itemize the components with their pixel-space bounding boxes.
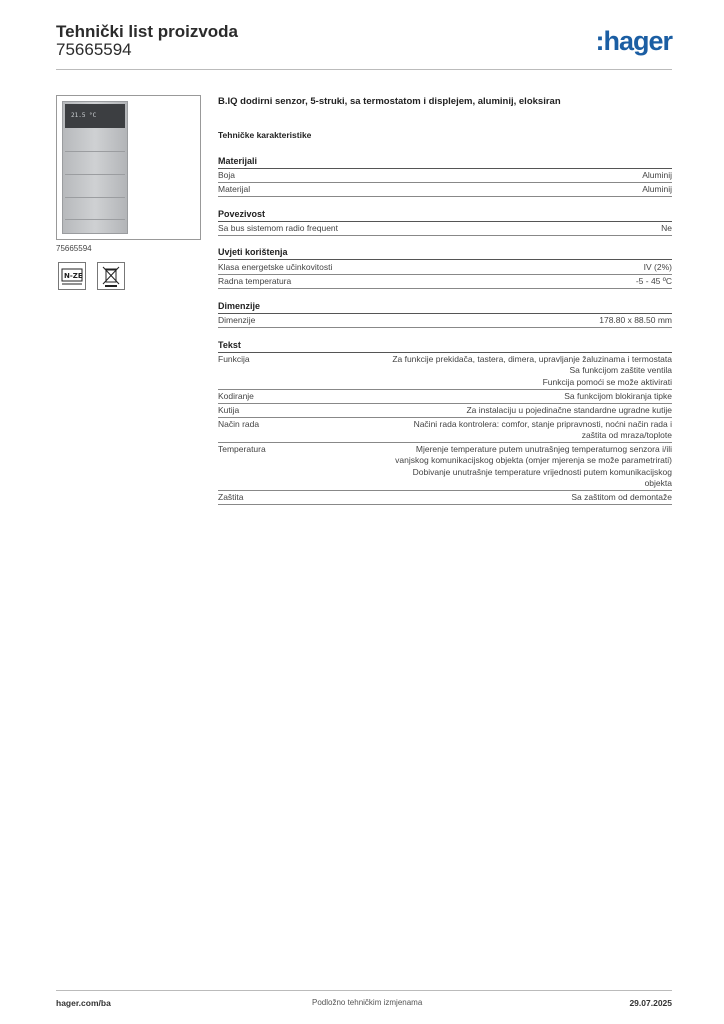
product-number: 75665594 — [56, 40, 132, 59]
page-title: Tehnički list proizvoda — [56, 22, 238, 41]
footer-website-link[interactable]: hager.com/ba — [56, 998, 111, 1008]
row-label: Kodiranje — [218, 391, 254, 401]
group-title-materijali: Materijali — [218, 156, 672, 169]
row-label: Zaštita — [218, 492, 244, 502]
table-row: Boja Aluminij — [218, 169, 672, 183]
table-row: Temperatura Mjerenje temperature putem u… — [218, 443, 672, 491]
svg-text:N-ZE: N-ZE — [64, 272, 83, 280]
row-label: Sa bus sistemom radio frequent — [218, 223, 339, 233]
row-label: Klasa energetske učinkovitosti — [218, 262, 333, 272]
value-line: Dobivanje unutrašnje temperature vrijedn… — [412, 466, 672, 477]
row-label: Kutija — [218, 405, 240, 415]
table-row: Način rada Načini rada kontrolera: comfo… — [218, 418, 672, 443]
weee-crossed-bin-icon — [97, 262, 125, 290]
row-label: Dimenzije — [218, 315, 256, 325]
touch-sensor-device: 21.5 °C — [62, 101, 128, 234]
value-line: Za funkcije prekidača, tastera, dimera, … — [392, 354, 672, 364]
row-value: Mjerenje temperature putem unutrašnjeg t… — [395, 444, 672, 489]
value-line: objekta — [644, 477, 672, 488]
table-row: Kodiranje Sa funkcijom blokiranja tipke — [218, 390, 672, 404]
row-label: Materijal — [218, 184, 251, 194]
value-line: Za instalaciju u pojedinačne standardne … — [466, 405, 672, 415]
value-line: Sa zaštitom od demontaže — [571, 492, 672, 502]
button-separator — [65, 197, 125, 198]
button-separator — [65, 219, 125, 220]
value-line: vanjskog komunikacijskog objekta (omjer … — [395, 455, 672, 466]
value-line: Funkcija pomoći se može aktivirati — [542, 376, 672, 387]
device-display: 21.5 °C — [65, 104, 125, 128]
row-label: Funkcija — [218, 354, 250, 364]
table-row: Klasa energetske učinkovitosti IV (2%) — [218, 261, 672, 275]
row-value: Aluminij — [642, 184, 672, 194]
header-divider — [56, 69, 672, 70]
group-title-tekst: Tekst — [218, 340, 672, 353]
row-value: Sa zaštitom od demontaže — [571, 492, 672, 503]
footer-disclaimer: Podložno tehničkim izmjenama — [312, 998, 423, 1007]
product-title: B.IQ dodirni senzor, 5-struki, sa termos… — [218, 96, 561, 107]
row-value: Načini rada kontrolera: comfor, stanje p… — [414, 419, 672, 442]
value-line: zaštita od mraza/toplote — [581, 430, 672, 441]
row-label: Radna temperatura — [218, 276, 292, 286]
row-value: Aluminij — [642, 170, 672, 180]
row-value: Ne — [661, 223, 672, 233]
page-header: Tehnički list proizvoda 75665594 :hager — [56, 22, 673, 70]
nf-ce-mark-icon: N-ZE — [58, 262, 86, 290]
table-row: Kutija Za instalaciju u pojedinačne stan… — [218, 404, 672, 418]
button-separator — [65, 174, 125, 175]
row-value: Sa funkcijom blokiranja tipke — [564, 391, 672, 402]
row-value: IV (2%) — [643, 262, 672, 272]
table-row: Materijal Aluminij — [218, 183, 672, 197]
footer-date: 29.07.2025 — [629, 998, 672, 1008]
group-title-povezivost: Povezivost — [218, 209, 672, 222]
footer-divider — [56, 990, 672, 991]
image-caption: 75665594 — [56, 244, 92, 253]
row-label: Boja — [218, 170, 236, 180]
group-title-uvjeti: Uvjeti korištenja — [218, 247, 672, 260]
row-value: 178.80 x 88.50 mm — [599, 315, 672, 325]
product-image: 21.5 °C — [56, 95, 201, 240]
value-line: Sa funkcijom zaštite ventila — [569, 365, 672, 376]
table-row: Sa bus sistemom radio frequent Ne — [218, 222, 672, 236]
table-row: Radna temperatura -5 - 45 ºC — [218, 275, 672, 289]
section-heading: Tehničke karakteristike — [218, 130, 312, 140]
row-value: Za funkcije prekidača, tastera, dimera, … — [392, 354, 672, 388]
row-value: Za instalaciju u pojedinačne standardne … — [466, 405, 672, 416]
row-label: Način rada — [218, 419, 260, 429]
group-title-dimenzije: Dimenzije — [218, 301, 672, 314]
device-display-text: 21.5 °C — [71, 112, 97, 119]
button-separator — [65, 151, 125, 152]
value-line: Načini rada kontrolera: comfor, stanje p… — [413, 419, 672, 429]
value-line: Sa funkcijom blokiranja tipke — [564, 391, 672, 401]
table-row: Zaštita Sa zaštitom od demontaže — [218, 491, 672, 505]
row-value: -5 - 45 ºC — [635, 276, 672, 286]
hager-logo: :hager — [595, 26, 673, 56]
row-label: Temperatura — [218, 444, 266, 454]
table-row: Funkcija Za funkcije prekidača, tastera,… — [218, 353, 672, 390]
table-row: Dimenzije 178.80 x 88.50 mm — [218, 314, 672, 328]
value-line: Mjerenje temperature putem unutrašnjeg t… — [415, 444, 672, 454]
